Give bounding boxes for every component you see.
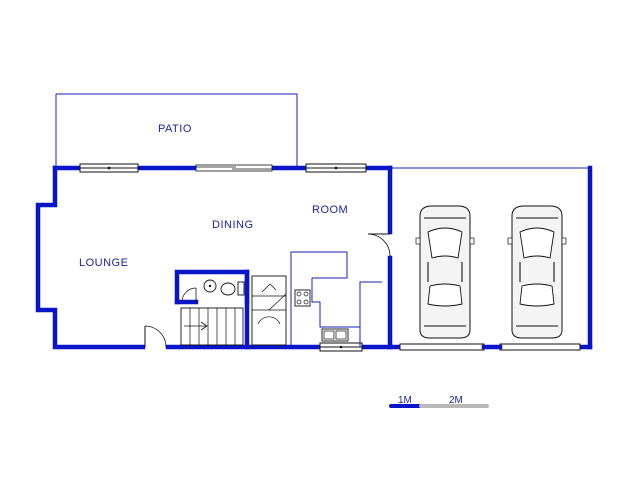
sliding-door-top — [195, 164, 273, 172]
window-bottom-kitchen — [319, 342, 363, 352]
patio-outline — [55, 93, 298, 168]
guest-toilet — [174, 269, 250, 350]
label-patio: PATIO — [158, 123, 192, 135]
scale-label-2m: 2M — [449, 395, 463, 406]
garage-door-right — [499, 343, 581, 351]
sink-icon — [321, 328, 349, 342]
car-right — [507, 205, 567, 339]
scale-bar: 1M 2M — [389, 395, 489, 408]
label-dining: DINING — [212, 219, 254, 231]
front-door — [144, 325, 167, 348]
staircase — [180, 275, 287, 346]
basin-icon — [203, 279, 217, 293]
exterior-walls — [35, 165, 593, 350]
toilet-icon — [220, 282, 236, 296]
label-lounge: LOUNGE — [79, 257, 128, 269]
window-top-right — [305, 163, 367, 173]
label-room: ROOM — [312, 204, 348, 216]
scale-label-1m: 1M — [398, 395, 412, 406]
car-left — [415, 205, 475, 339]
kitchen-counter — [290, 251, 382, 347]
garage-access-door — [367, 233, 391, 257]
garage-door-left — [399, 343, 485, 351]
window-top-left — [79, 163, 139, 173]
stove-icon — [294, 289, 311, 307]
